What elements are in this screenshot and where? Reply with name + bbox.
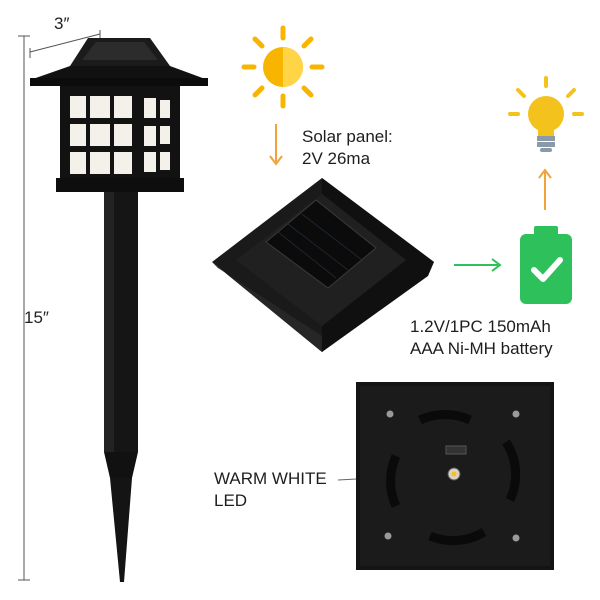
down-arrow-icon [269, 124, 283, 166]
battery-type: AAA Ni-MH battery [410, 339, 553, 358]
up-arrow-icon [538, 168, 552, 210]
right-arrow-icon [454, 258, 502, 272]
height-dimension-label: 15″ [24, 308, 49, 327]
solar-panel-title: Solar panel: [302, 127, 393, 146]
battery-check-icon [520, 226, 572, 304]
width-dimension-label: 3″ [54, 14, 70, 33]
solar-panel-label: Solar panel: 2V 26ma [302, 126, 393, 170]
led-word: LED [214, 491, 248, 510]
solar-panel-cap [212, 178, 434, 352]
led-bottom-panel [356, 382, 554, 570]
light-bulb-icon [508, 76, 584, 152]
solar-lantern-product [30, 38, 208, 582]
led-type: WARM WHITE [214, 469, 327, 488]
led-label: WARM WHITE LED [214, 468, 327, 512]
sun-icon [241, 25, 325, 109]
battery-label: 1.2V/1PC 150mAh AAA Ni-MH battery [410, 316, 553, 360]
solar-panel-spec: 2V 26ma [302, 149, 371, 168]
battery-spec: 1.2V/1PC 150mAh [410, 317, 551, 336]
